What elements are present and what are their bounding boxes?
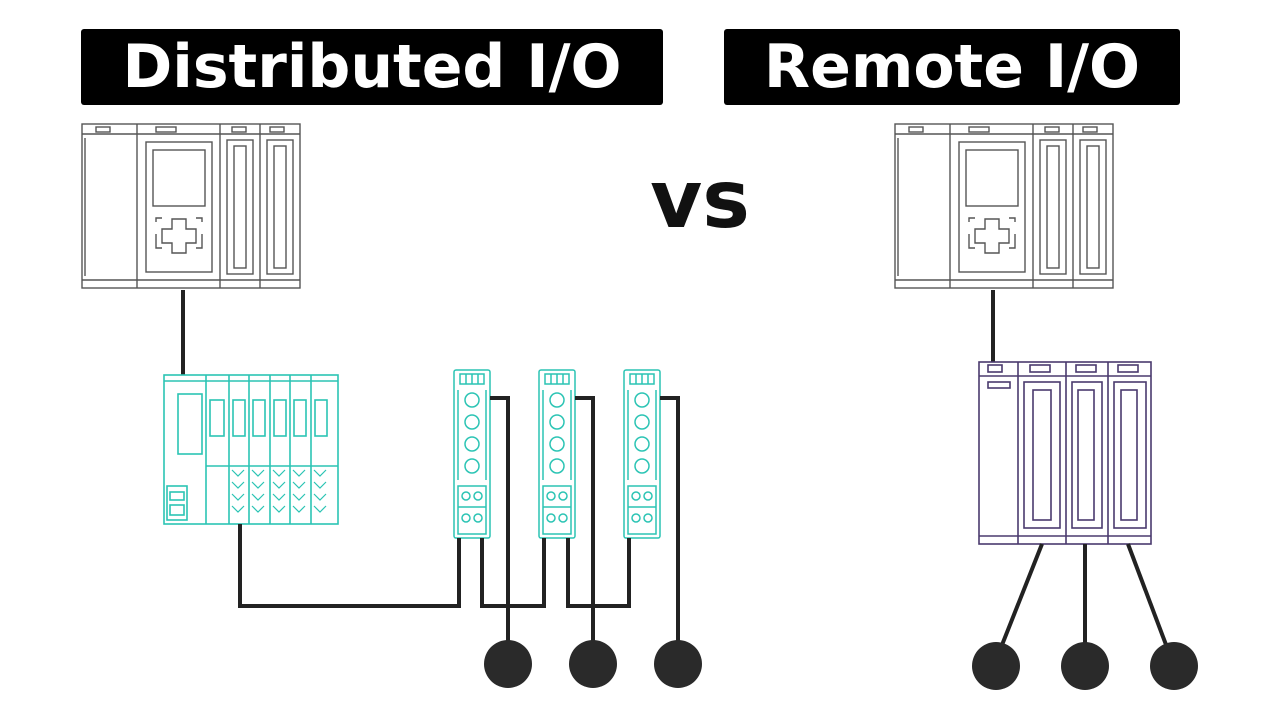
io-block-1	[453, 369, 491, 539]
title-remote-io: Remote I/O	[724, 29, 1180, 105]
remote-io-rack	[978, 361, 1152, 545]
field-device-left-3	[654, 640, 702, 688]
io-block-3	[623, 369, 661, 539]
field-device-right-3	[1150, 642, 1198, 690]
io-block-2	[538, 369, 576, 539]
field-cables-left	[490, 396, 680, 650]
field-device-right-1	[972, 642, 1020, 690]
bus-cable-left	[238, 524, 631, 608]
distributed-io-station	[163, 374, 339, 525]
field-cables-right	[998, 543, 1170, 651]
field-device-left-1	[484, 640, 532, 688]
title-distributed-io: Distributed I/O	[81, 29, 663, 105]
plc-right	[894, 123, 1114, 289]
plc-left	[81, 123, 301, 289]
field-device-left-2	[569, 640, 617, 688]
versus-label: vs	[650, 153, 750, 246]
field-device-right-2	[1061, 642, 1109, 690]
